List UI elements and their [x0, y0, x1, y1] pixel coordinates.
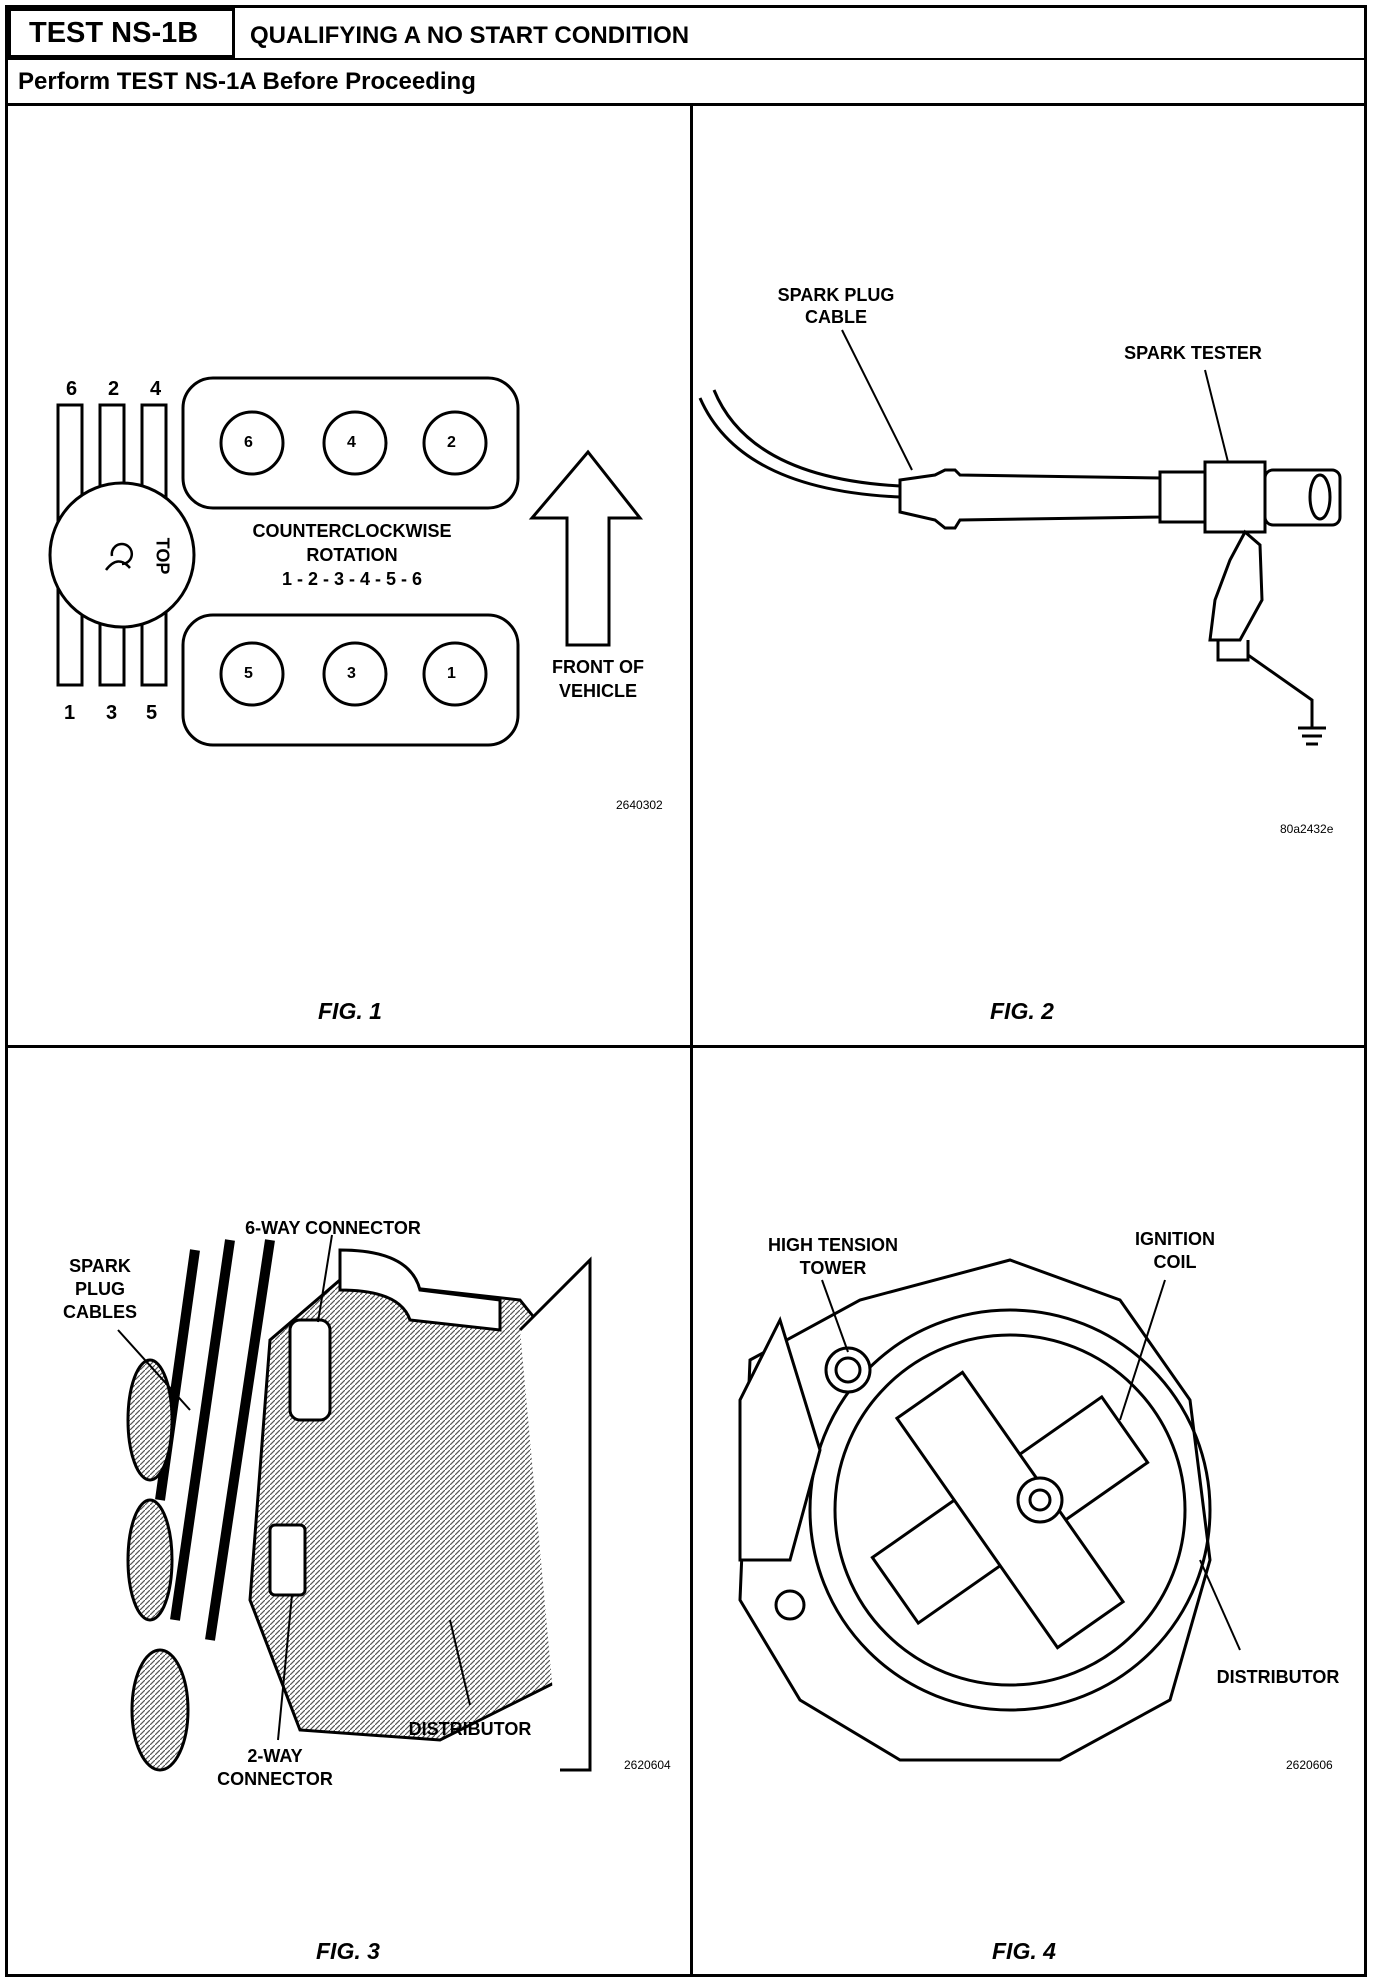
fig1-top-number-4: 4 [150, 378, 162, 400]
cylinder-3 [322, 641, 388, 707]
spark-plug-cable-3 [205, 1239, 275, 1641]
distributor-cap [48, 481, 196, 629]
fig2-caption: FIG. 2 [990, 998, 1054, 1024]
lower-cylinder-bank [181, 613, 520, 747]
front-of-vehicle-label-1: FRONT OF [552, 657, 644, 677]
tower-leader [821, 1279, 849, 1353]
horizontal-divider [8, 1045, 1364, 1048]
fig1-top-number-2: 2 [108, 378, 120, 400]
cylinder-4 [322, 410, 388, 476]
high-tension-tower [824, 1346, 872, 1394]
front-arrow-shape [528, 449, 644, 647]
two-way-connector-label-1: 2-WAY [247, 1746, 303, 1766]
distributor-label-fig4: DISTRIBUTOR [1216, 1667, 1340, 1687]
two-way-leader [277, 1594, 293, 1741]
spark-plug-cable-label-1: SPARK PLUG [777, 285, 895, 305]
upper-cylinder-bank [181, 376, 520, 510]
ignition-coil [870, 1370, 1150, 1650]
cylinder-2-label: 2 [447, 434, 456, 451]
ignition-coil-label-2: COIL [1153, 1252, 1197, 1272]
spark-plug-cable-2 [170, 1239, 235, 1621]
fig1-top-number-6: 6 [66, 378, 78, 400]
fig3-code: 2620604 [624, 1758, 671, 1772]
cylinder-4-label: 4 [347, 434, 356, 451]
fig1-bottom-number-3: 3 [106, 702, 118, 724]
ground-symbol-icon [1298, 726, 1326, 746]
cylinder-3-label: 3 [347, 665, 356, 682]
test-title: QUALIFYING A NO START CONDITION [250, 22, 690, 49]
high-tension-tower-label-2: TOWER [799, 1258, 867, 1278]
coil-leader [1119, 1279, 1166, 1421]
fig1-code: 2640302 [616, 798, 663, 812]
test-subtitle: Perform TEST NS-1A Before Proceeding [18, 68, 476, 95]
subheader-divider [8, 103, 1364, 106]
two-way-connector [268, 1523, 307, 1597]
fig1-caption: FIG. 1 [318, 998, 382, 1024]
rotation-label-1: COUNTERCLOCKWISE [252, 521, 452, 541]
distributor-leader [449, 1619, 471, 1706]
cylinder-1 [422, 641, 488, 707]
front-of-vehicle-label-2: VEHICLE [558, 681, 637, 701]
spark-tester-body [1158, 470, 1207, 524]
cables-leader [117, 1329, 191, 1411]
fig4-caption: FIG. 4 [992, 1938, 1056, 1964]
six-way-connector-label: 6-WAY CONNECTOR [245, 1218, 421, 1238]
spark-plug-cable-label-2: CABLE [805, 307, 867, 327]
fig4-code: 2620606 [1286, 1758, 1333, 1772]
vertical-divider [690, 104, 693, 1974]
distributor-label-fig3: DISTRIBUTOR [408, 1719, 532, 1739]
mounting-bracket [738, 1315, 822, 1562]
rotation-label-2: ROTATION [306, 545, 398, 565]
fig2-code: 80a2432e [1280, 822, 1334, 836]
spark-plug-cable [698, 397, 901, 499]
fig3-caption: FIG. 3 [316, 1938, 380, 1964]
cylinder-5-label: 5 [244, 665, 253, 682]
fig1-bottom-number-1: 1 [64, 702, 76, 724]
firing-order-label: 1 - 2 - 3 - 4 - 5 - 6 [281, 569, 423, 589]
page-frame [5, 5, 1367, 1977]
ignition-coil-label-1: IGNITION [1135, 1229, 1215, 1249]
distributor-leader [1199, 1559, 1241, 1651]
cylinder-2 [422, 410, 488, 476]
cable-boot-1 [126, 1358, 174, 1482]
hose [338, 1248, 502, 1332]
tester-leader-line [1204, 369, 1229, 463]
cylinder-6-label: 6 [244, 434, 253, 451]
cable-leader-line [841, 329, 913, 471]
high-tension-tower-label-1: HIGH TENSION [767, 1235, 898, 1255]
two-way-connector-label-2: CONNECTOR [217, 1769, 333, 1789]
ground-clip [1208, 529, 1264, 642]
ground-wire [1247, 653, 1314, 728]
cylinder-6 [219, 410, 285, 476]
rotation-arrow-icon [105, 542, 134, 571]
cylinder-1-label: 1 [447, 665, 456, 682]
header-divider [8, 58, 1364, 60]
spark-plug-cables-label-1: SPARK [69, 1256, 131, 1276]
cable-boot-2 [126, 1498, 174, 1622]
spark-tester-label: SPARK TESTER [1124, 343, 1262, 363]
distributor-ring [808, 1308, 1212, 1712]
six-way-leader [317, 1234, 333, 1323]
fig1-bottom-number-5: 5 [146, 702, 158, 724]
six-way-connector [288, 1318, 332, 1422]
cylinder-5 [219, 641, 285, 707]
test-id-box: TEST NS-1B [8, 8, 235, 58]
spark-plug-cables-label-3: CABLES [62, 1302, 137, 1322]
cable-boot-3 [130, 1648, 190, 1772]
spark-plug-cables-label-2: PLUG [74, 1279, 125, 1299]
